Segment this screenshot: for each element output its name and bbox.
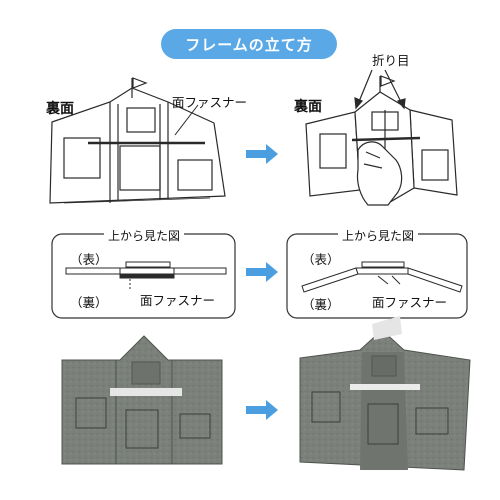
flag-icon-right <box>379 75 396 92</box>
flat-frame-drawing <box>49 87 226 204</box>
flat-center-photo-window <box>119 145 161 191</box>
fold-left-panel <box>305 111 361 197</box>
back-label-left: 裏面 <box>46 101 74 117</box>
folded-top-view <box>301 261 463 293</box>
back-side-label-right: （裏） <box>302 297 340 312</box>
front-label-left: （表） <box>70 252 108 267</box>
fold-right-panel <box>409 109 458 196</box>
top-view-title-left: 上から見た図 <box>104 227 185 244</box>
arrow-icon-row3 <box>246 400 278 420</box>
arrow-icon-row2 <box>246 262 278 282</box>
fastener-label-left: 面ファスナー <box>140 293 216 308</box>
flat-right-photo-window <box>177 159 213 191</box>
front-label-right: （表） <box>302 252 340 267</box>
flat-top-view <box>65 261 227 290</box>
back-side-label-left: （裏） <box>70 295 108 310</box>
flat-top-photo-window <box>126 107 156 133</box>
flat-frame-photo <box>61 335 223 465</box>
title-badge: フレームの立て方 <box>161 29 337 59</box>
standing-frame-photo <box>299 316 471 471</box>
flat-left-photo-window <box>63 137 101 179</box>
hand-illustration <box>356 141 403 206</box>
top-view-title-right: 上から見た図 <box>338 227 419 244</box>
fold-line-label: 折り目 <box>372 53 410 68</box>
fastener-label-right: 面ファスナー <box>372 295 448 310</box>
back-label-right: 裏面 <box>294 99 322 115</box>
arrow-icon-row1 <box>246 144 278 164</box>
fastener-pointer-top <box>174 104 199 136</box>
fastener-label-top: 面ファスナー <box>172 95 248 110</box>
fold-arrows <box>354 69 406 110</box>
flag-icon-left <box>131 77 148 98</box>
